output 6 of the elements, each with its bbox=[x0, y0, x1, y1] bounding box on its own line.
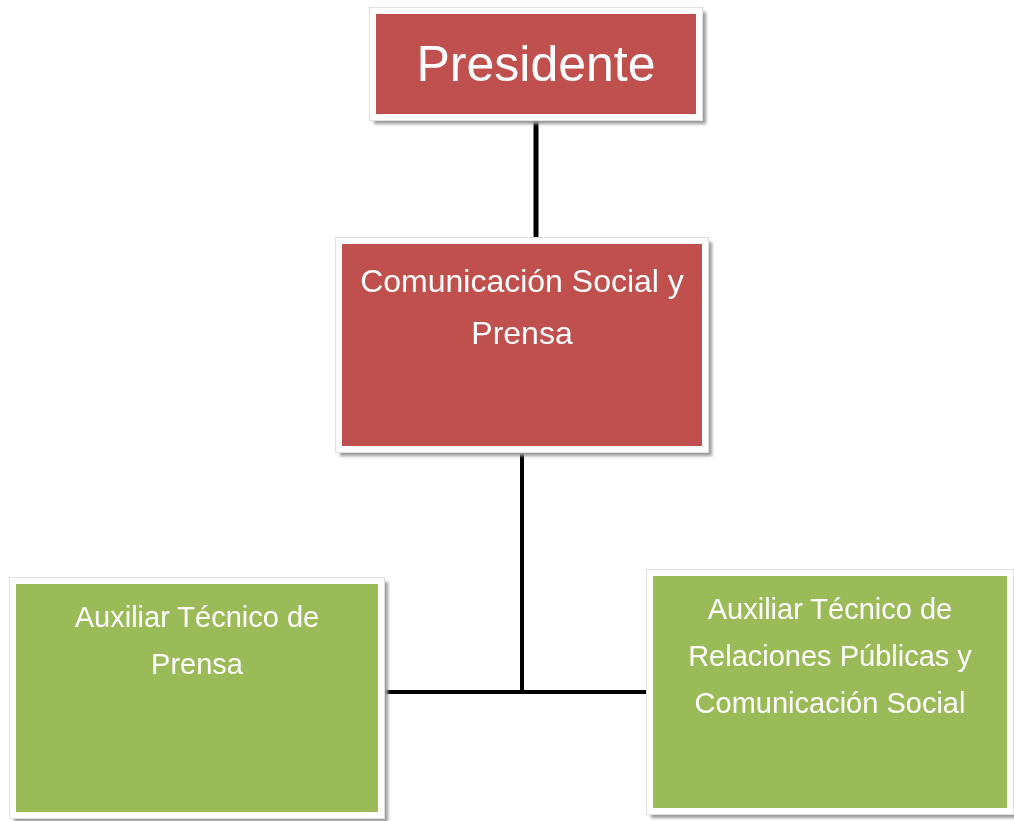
connector-line bbox=[533, 120, 539, 238]
box-label: Presidente bbox=[416, 35, 656, 94]
connector-line bbox=[520, 452, 647, 694]
box-label: Auxiliar Técnico de Prensa bbox=[73, 600, 321, 682]
box-label: Auxiliar Técnico de Relaciones Públicas y Comunicación Social bbox=[687, 592, 973, 721]
box-label: Comunicación Social y Prensa bbox=[359, 262, 685, 353]
